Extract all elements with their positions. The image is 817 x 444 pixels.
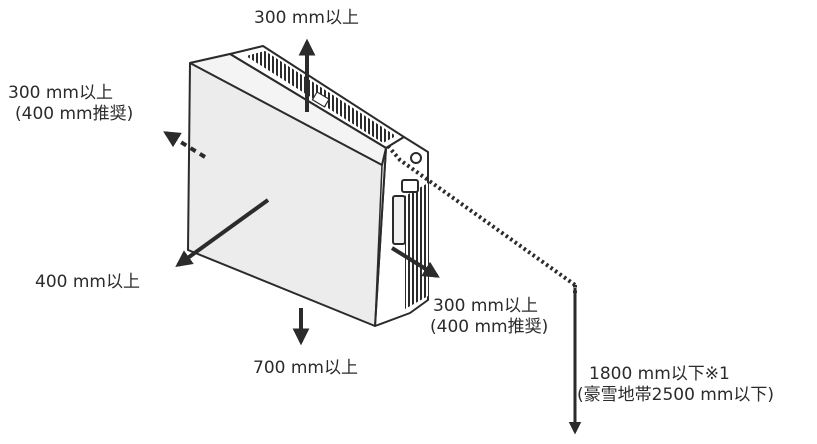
side-handle [392, 195, 406, 245]
left-clearance-dashed-arrow [163, 131, 207, 159]
height-limit-line2: (豪雪地帯2500 mm以下) [577, 385, 775, 405]
guide-lines [163, 131, 577, 294]
bottom-clearance-label: 700 mm以上 [253, 358, 358, 378]
left-clearance-line1: 300 mm以上 [8, 83, 113, 103]
left-clearance-label: 300 mm以上 (400 mm推奨) [8, 83, 133, 125]
right-clearance-line1: 300 mm以上 [433, 296, 538, 316]
right-clearance-arrow [390, 246, 440, 278]
right-clearance-label: 300 mm以上 (400 mm推奨) [430, 296, 548, 338]
clearance-arrows [175, 38, 582, 435]
height-dotted-line [386, 144, 577, 287]
height-limit-line1: 1800 mm以下※1 [589, 364, 730, 384]
side-connector [401, 179, 419, 193]
side-vent-grille [405, 183, 428, 309]
right-clearance-line2: (400 mm推奨) [430, 317, 549, 337]
front-clearance-label: 400 mm以上 [35, 272, 140, 292]
side-port [410, 152, 422, 164]
height-limit-label: 1800 mm以下※1 (豪雪地帯2500 mm以下) [577, 364, 774, 406]
outdoor-unit [187, 45, 429, 327]
left-clearance-line2: (400 mm推奨) [15, 104, 134, 124]
top-clearance-label: 300 mm以上 [254, 8, 359, 28]
front-clearance-arrow [175, 198, 270, 267]
